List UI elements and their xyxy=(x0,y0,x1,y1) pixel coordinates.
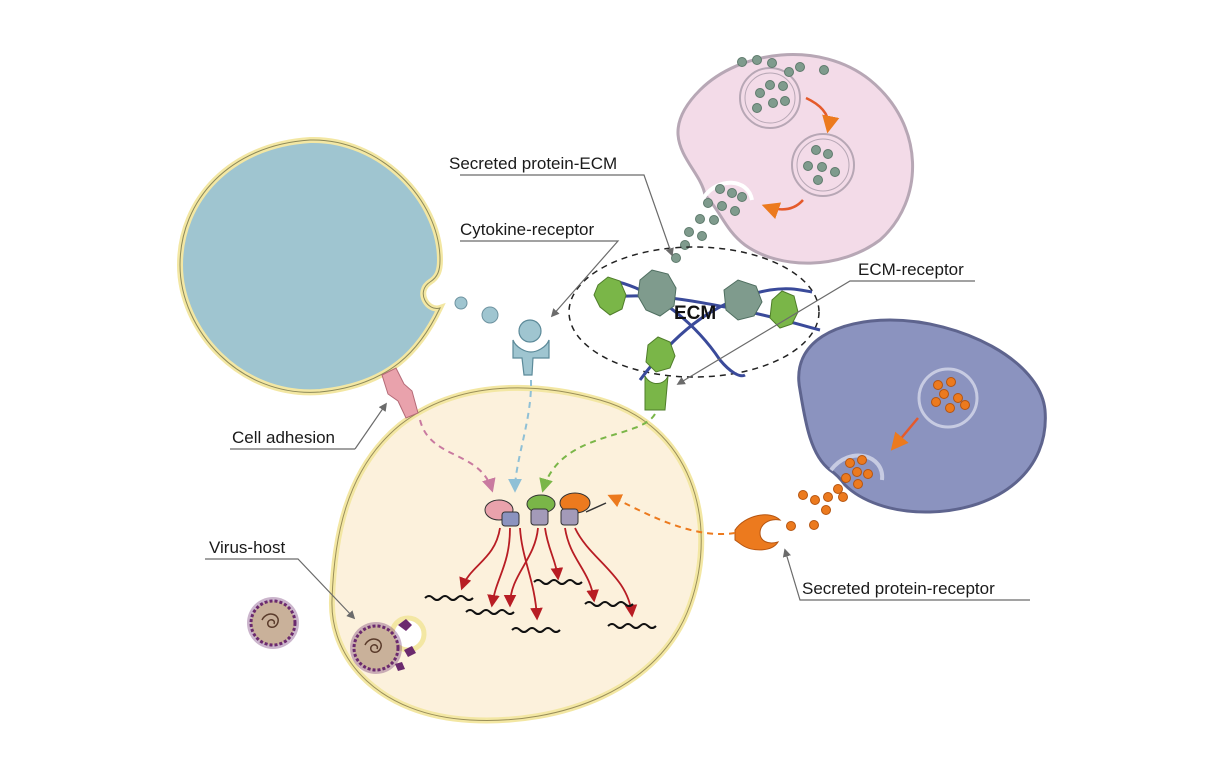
cytokine-receptor xyxy=(512,319,550,376)
mrna-transcripts xyxy=(424,579,657,633)
label-ecm-receptor: ECM-receptor xyxy=(858,260,964,279)
label-secreted-protein-receptor: Secreted protein-receptor xyxy=(802,579,995,598)
label-virus-host: Virus-host xyxy=(209,538,285,557)
secreted-protein-receptor xyxy=(734,514,782,551)
gene-expression-arrows xyxy=(459,527,638,621)
virus-bound xyxy=(350,619,416,674)
ecm-protein-grey xyxy=(723,279,763,321)
transcription-factors xyxy=(484,492,607,527)
cytokine-signal-arrow xyxy=(508,379,533,493)
ecm-protein-grey xyxy=(637,269,677,317)
pink-secreting-cell xyxy=(671,53,915,265)
purple-secreting-cell xyxy=(786,318,1047,531)
ecm-signal-arrow xyxy=(539,413,656,493)
label-secreted-protein-ecm: Secreted protein-ECM xyxy=(449,154,617,173)
ecm-receptor-protein xyxy=(644,375,669,411)
ecm-region: ECM xyxy=(568,246,821,381)
blue-secreting-cell xyxy=(176,136,499,396)
cell-adhesion-molecule xyxy=(381,367,419,419)
label-cell-adhesion: Cell adhesion xyxy=(232,428,335,447)
ecm-protein-green xyxy=(593,276,627,316)
label-cytokine-receptor: Cytokine-receptor xyxy=(460,220,595,239)
ecm-protein-green xyxy=(769,290,799,329)
ecm-label: ECM xyxy=(674,303,716,324)
secreted-signal-arrow xyxy=(607,494,736,536)
virus-free xyxy=(247,597,299,649)
ecm-protein-green xyxy=(645,336,676,373)
adhesion-signal-arrow xyxy=(419,419,496,493)
